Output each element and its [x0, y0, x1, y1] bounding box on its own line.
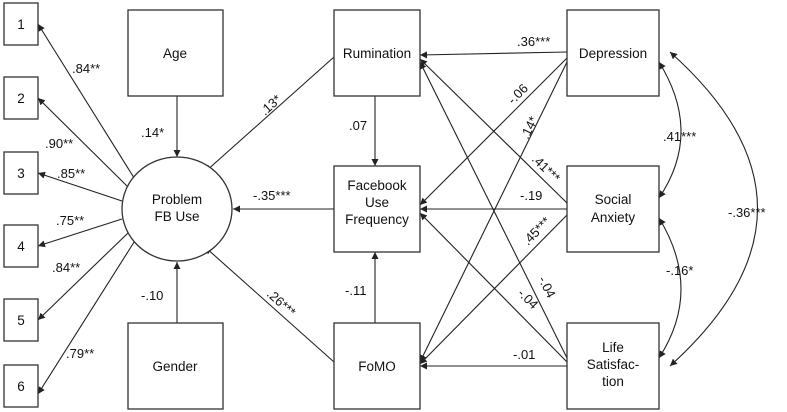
node-social-anxiety-line1: Social	[595, 192, 632, 207]
path-label-depression-frequency: -.06	[505, 81, 531, 107]
node-life-satisfaction-line2: Satisfac-	[587, 357, 640, 372]
node-social-anxiety: Social Anxiety	[566, 165, 660, 253]
node-facebook-use-frequency: Facebook Use Frequency	[333, 165, 421, 253]
loading-label-3: .85**	[57, 166, 85, 181]
indicator-2: 2	[3, 76, 39, 120]
path-label-lifesat-fomo: -.01	[513, 347, 535, 362]
node-gender: Gender	[127, 322, 224, 410]
path-label-socialanxiety-frequency: -.19	[520, 188, 542, 203]
path-depression-fomo	[419, 61, 568, 363]
node-depression-label: Depression	[579, 46, 647, 61]
indicator-6-label: 6	[17, 379, 25, 394]
path-socialanxiety-fomo	[419, 214, 568, 365]
corr-depression-lifesat	[669, 51, 758, 367]
node-frequency-line1: Facebook	[347, 178, 407, 193]
path-socialanxiety-rumination	[419, 58, 568, 204]
node-rumination: Rumination	[333, 9, 421, 97]
corr-label-depression-lifesat: -.36***	[728, 205, 766, 220]
node-problem-fb-use-line2: FB Use	[154, 209, 199, 224]
loading-label-6: .79**	[66, 346, 94, 361]
path-label-lifesat-frequency: -.04	[515, 286, 541, 312]
node-fomo: FoMO	[333, 322, 421, 410]
path-fomo-problem	[204, 246, 335, 363]
loading-label-1: .84**	[72, 61, 100, 76]
corr-label-socialanxiety-lifesat: -.16*	[666, 263, 693, 278]
indicator-1-label: 1	[17, 17, 25, 32]
loading-arrow-1	[37, 23, 137, 182]
loading-arrow-5	[37, 231, 130, 321]
indicator-5: 5	[3, 298, 39, 342]
indicator-3: 3	[3, 151, 39, 195]
node-fomo-label: FoMO	[358, 359, 396, 374]
node-rumination-label: Rumination	[343, 46, 411, 61]
node-age: Age	[127, 9, 224, 97]
node-frequency-line3: Frequency	[345, 212, 409, 227]
indicator-6: 6	[3, 364, 39, 408]
indicator-4: 4	[3, 224, 39, 268]
indicator-1: 1	[3, 2, 39, 46]
path-rumination-problem	[204, 56, 335, 173]
node-life-satisfaction: Life Satisfac- tion	[566, 322, 660, 410]
node-life-satisfaction-line3: tion	[602, 374, 624, 389]
corr-depression-socialanxiety	[658, 61, 682, 199]
node-age-label: Age	[163, 46, 187, 61]
path-label-fomo-frequency: -.11	[345, 283, 366, 298]
node-gender-label: Gender	[152, 359, 198, 374]
path-lifesat-rumination	[419, 61, 568, 359]
path-label-depression-rumination: .36***	[517, 34, 550, 49]
indicator-4-label: 4	[17, 239, 25, 254]
loading-label-5: .84**	[52, 260, 80, 275]
loading-label-2: .90**	[45, 136, 73, 151]
node-frequency-line2: Use	[365, 195, 389, 210]
node-problem-fb-use: Problem FB Use	[121, 156, 233, 262]
loading-arrow-2	[37, 97, 130, 189]
node-depression: Depression	[566, 9, 660, 97]
node-social-anxiety-line2: Anxiety	[591, 210, 636, 225]
corr-label-depression-socialanxiety: .41***	[663, 129, 696, 144]
loading-arrow-4	[37, 218, 123, 248]
path-label-depression-fomo: .14*	[517, 114, 541, 141]
path-label-socialanxiety-fomo: .45***	[519, 214, 553, 248]
path-label-rumination-problem: .13*	[257, 92, 284, 119]
indicator-3-label: 3	[17, 166, 25, 181]
path-label-socialanxiety-rumination: .41***	[529, 151, 563, 185]
path-label-frequency-problem: -.35***	[253, 188, 291, 203]
loading-label-4: .75**	[56, 213, 84, 228]
indicator-5-label: 5	[17, 313, 25, 328]
path-label-lifesat-rumination: -.04	[535, 274, 559, 301]
path-label-rumination-frequency: .07	[349, 118, 367, 133]
path-label-gender-problem: -.10	[141, 288, 163, 303]
corr-socialanxiety-lifesat	[658, 217, 682, 359]
path-lifesat-frequency	[419, 212, 568, 363]
node-life-satisfaction-line1: Life	[602, 340, 624, 355]
loading-arrow-3	[37, 171, 123, 202]
indicator-2-label: 2	[17, 91, 25, 106]
path-depression-rumination	[419, 51, 568, 59]
loading-arrow-6	[37, 238, 137, 395]
path-label-age-problem: .14*	[141, 125, 164, 140]
node-problem-fb-use-line1: Problem	[152, 192, 202, 207]
